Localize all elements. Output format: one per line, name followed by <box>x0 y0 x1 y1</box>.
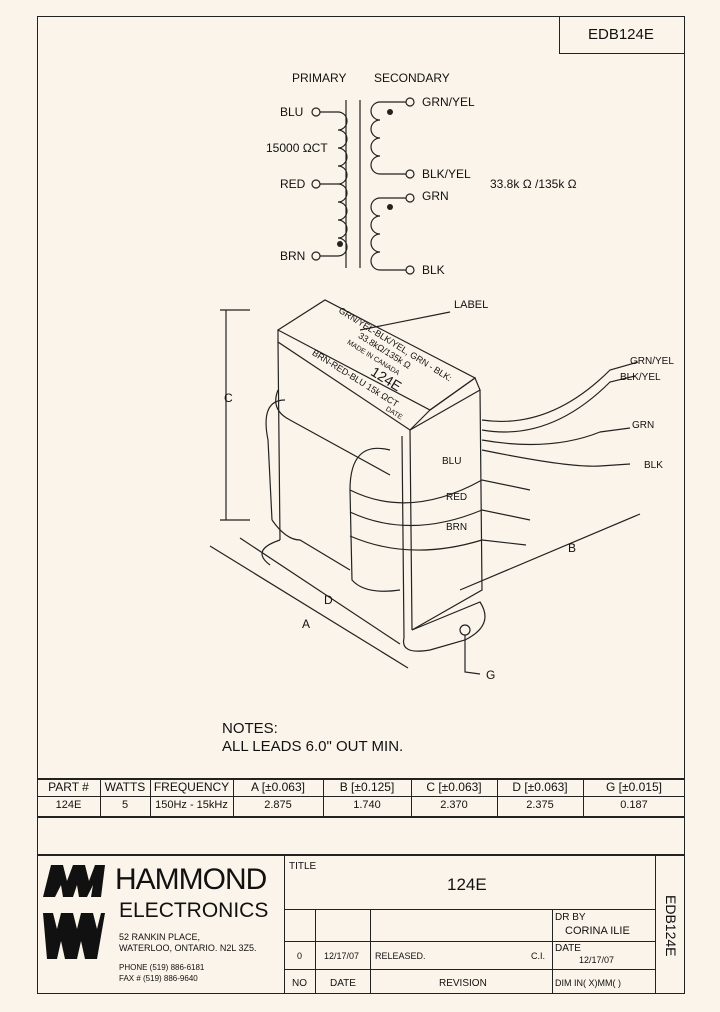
dim-leader-g <box>464 635 481 675</box>
lead-label-blu: BLU <box>442 456 461 467</box>
side-doc-number: EDB124E <box>663 895 679 957</box>
notes-line-1: ALL LEADS 6.0" OUT MIN. <box>222 738 404 755</box>
notes-title: NOTES: <box>222 720 278 737</box>
lead-wire-brn <box>349 535 527 551</box>
rev-initials: C.I. <box>531 951 546 961</box>
rev-date: 12/17/07 <box>324 951 360 961</box>
doc-number: EDB124E <box>588 26 654 43</box>
separator <box>37 854 685 856</box>
th-a: A [±0.063] <box>251 780 305 794</box>
company-name-line2: ELECTRONICS <box>119 899 269 922</box>
secondary-impedance: 33.8k Ω /135k Ω <box>490 177 577 191</box>
rev-no: 0 <box>297 951 303 961</box>
dr-by-value: CORINA ILIE <box>565 925 630 937</box>
th-c: C [±0.063] <box>426 780 482 794</box>
rev-header-no: NO <box>292 978 307 989</box>
mounting-hole <box>459 624 471 636</box>
lead-label-grn-yel: GRN/YEL <box>630 356 674 367</box>
lead-blk-yel: BLK/YEL <box>422 167 471 181</box>
dim-label-b: B <box>568 541 576 555</box>
lead-wire-blk <box>481 449 631 467</box>
title-block: HAMMOND ELECTRONICS 52 RANKIN PLACE, WAT… <box>37 855 685 994</box>
secondary-coil-lower <box>370 197 406 271</box>
lead-wire-blk-yel <box>481 375 636 433</box>
td-d: 2.375 <box>526 799 554 811</box>
lead-grn-yel: GRN/YEL <box>422 95 475 109</box>
dim-label-a: A <box>302 617 310 631</box>
lead-red: RED <box>280 177 306 191</box>
th-d: D [±0.063] <box>512 780 568 794</box>
dr-by-label: DR BY <box>555 912 586 923</box>
lead-label-grn: GRN <box>632 420 654 431</box>
lead-grn: GRN <box>422 189 449 203</box>
dim-line-a <box>209 545 409 669</box>
date-value: 12/17/07 <box>579 955 615 965</box>
lead-label-brn: BRN <box>446 522 467 533</box>
td-a: 2.875 <box>264 799 292 811</box>
td-part: 124E <box>55 799 82 811</box>
rev-header-date: DATE <box>330 978 356 989</box>
dim-line-b <box>459 513 641 591</box>
title-label: TITLE <box>289 861 317 872</box>
dim-label-g: G <box>486 668 495 682</box>
rev-header-revision: REVISION <box>439 978 487 989</box>
primary-title: PRIMARY <box>292 71 346 85</box>
label-callout: LABEL <box>454 299 488 311</box>
th-watts: WATTS <box>104 780 146 794</box>
th-b: B [±0.125] <box>339 780 395 794</box>
phone: PHONE (519) 886-6181 <box>119 963 205 972</box>
title-value: 124E <box>447 875 487 894</box>
schematic-diagram: PRIMARY SECONDARY BLU 15000 ΩCT RED BRN … <box>266 71 577 277</box>
secondary-dot-upper <box>387 109 393 115</box>
fax: FAX # (519) 886-9640 <box>119 974 198 983</box>
address-line1: 52 RANKIN PLACE, <box>119 932 201 942</box>
address-line2: WATERLOO, ONTARIO. N2L 3Z5. <box>119 943 257 953</box>
secondary-dot-lower <box>387 204 393 210</box>
secondary-coil-upper <box>370 101 406 175</box>
drawing-frame <box>37 16 685 994</box>
primary-dot <box>337 241 343 247</box>
doc-number-box: EDB124E <box>559 16 685 54</box>
date-label: DATE <box>555 943 581 954</box>
label-leader <box>359 311 451 331</box>
transformer-drawing: LABEL GRN/YEL-BLK/YEL, GRN - BLK: 33.8kΩ… <box>209 299 674 682</box>
th-part: PART # <box>48 780 89 794</box>
lead-brn: BRN <box>280 249 305 263</box>
dim-label-d: D <box>324 593 333 607</box>
company-name-line1: HAMMOND <box>115 863 267 896</box>
dim-line-d <box>239 537 401 645</box>
lead-label-blk: BLK <box>644 460 663 471</box>
mounting-foot <box>402 601 486 652</box>
secondary-title: SECONDARY <box>374 71 450 85</box>
lead-wire-red <box>349 509 531 527</box>
hammond-logo <box>43 865 105 959</box>
lead-label-red: RED <box>446 492 467 503</box>
td-c: 2.370 <box>440 799 468 811</box>
dim-units: DIM IN( X)MM( ) <box>555 978 621 988</box>
td-b: 1.740 <box>353 799 381 811</box>
rev-description: RELEASED. <box>375 951 426 961</box>
lead-blu: BLU <box>280 105 303 119</box>
primary-coil <box>320 111 348 257</box>
th-g: G [±0.015] <box>606 780 662 794</box>
lead-wire-grn <box>481 427 631 446</box>
coil-front <box>349 447 401 592</box>
lead-wire-grn-yel <box>481 361 639 423</box>
lead-blk: BLK <box>422 263 445 277</box>
lead-label-blk-yel: BLK/YEL <box>620 372 661 383</box>
td-g: 0.187 <box>620 799 648 811</box>
primary-impedance: 15000 ΩCT <box>266 141 328 155</box>
dim-label-c: C <box>224 391 233 405</box>
spec-table: PART # WATTS FREQUENCY A [±0.063] B [±0.… <box>37 778 685 818</box>
th-frequency: FREQUENCY <box>153 780 230 794</box>
td-watts: 5 <box>121 799 129 811</box>
lead-wire-blu <box>349 479 531 504</box>
td-frequency: 150Hz - 15kHz <box>155 799 228 811</box>
